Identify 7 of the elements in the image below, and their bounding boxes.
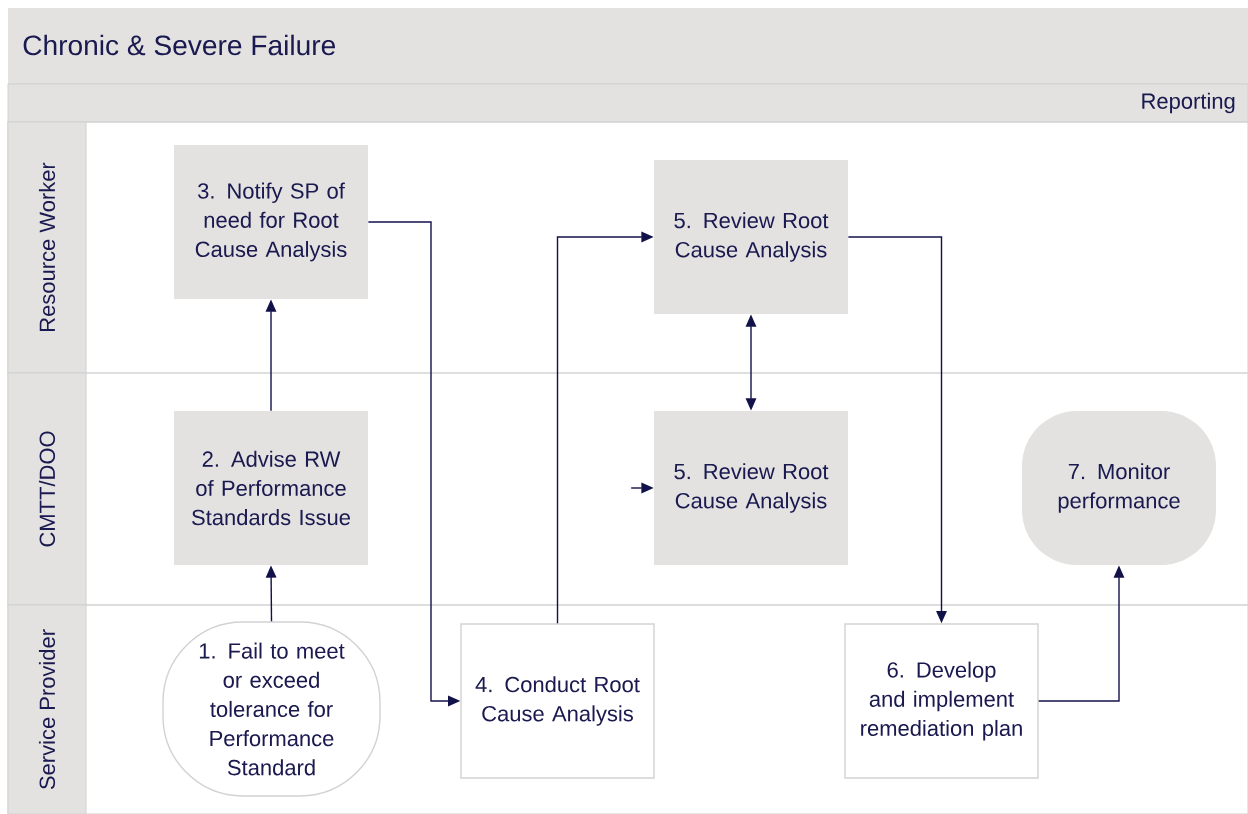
process-box: 4. Conduct Root Cause Analysis [460, 623, 655, 779]
process-box: 6. Develop and implement remediation plan [844, 623, 1039, 779]
process-box: 5. Review Root Cause Analysis [654, 160, 848, 314]
process-box: 5. Review Root Cause Analysis [654, 411, 848, 565]
title-band: Chronic & Severe Failure [7, 8, 1248, 85]
process-box: 2. Advise RW of Performance Standards Issue [174, 411, 368, 565]
process-box: 3. Notify SP of need for Root Cause Analysis [174, 145, 368, 299]
